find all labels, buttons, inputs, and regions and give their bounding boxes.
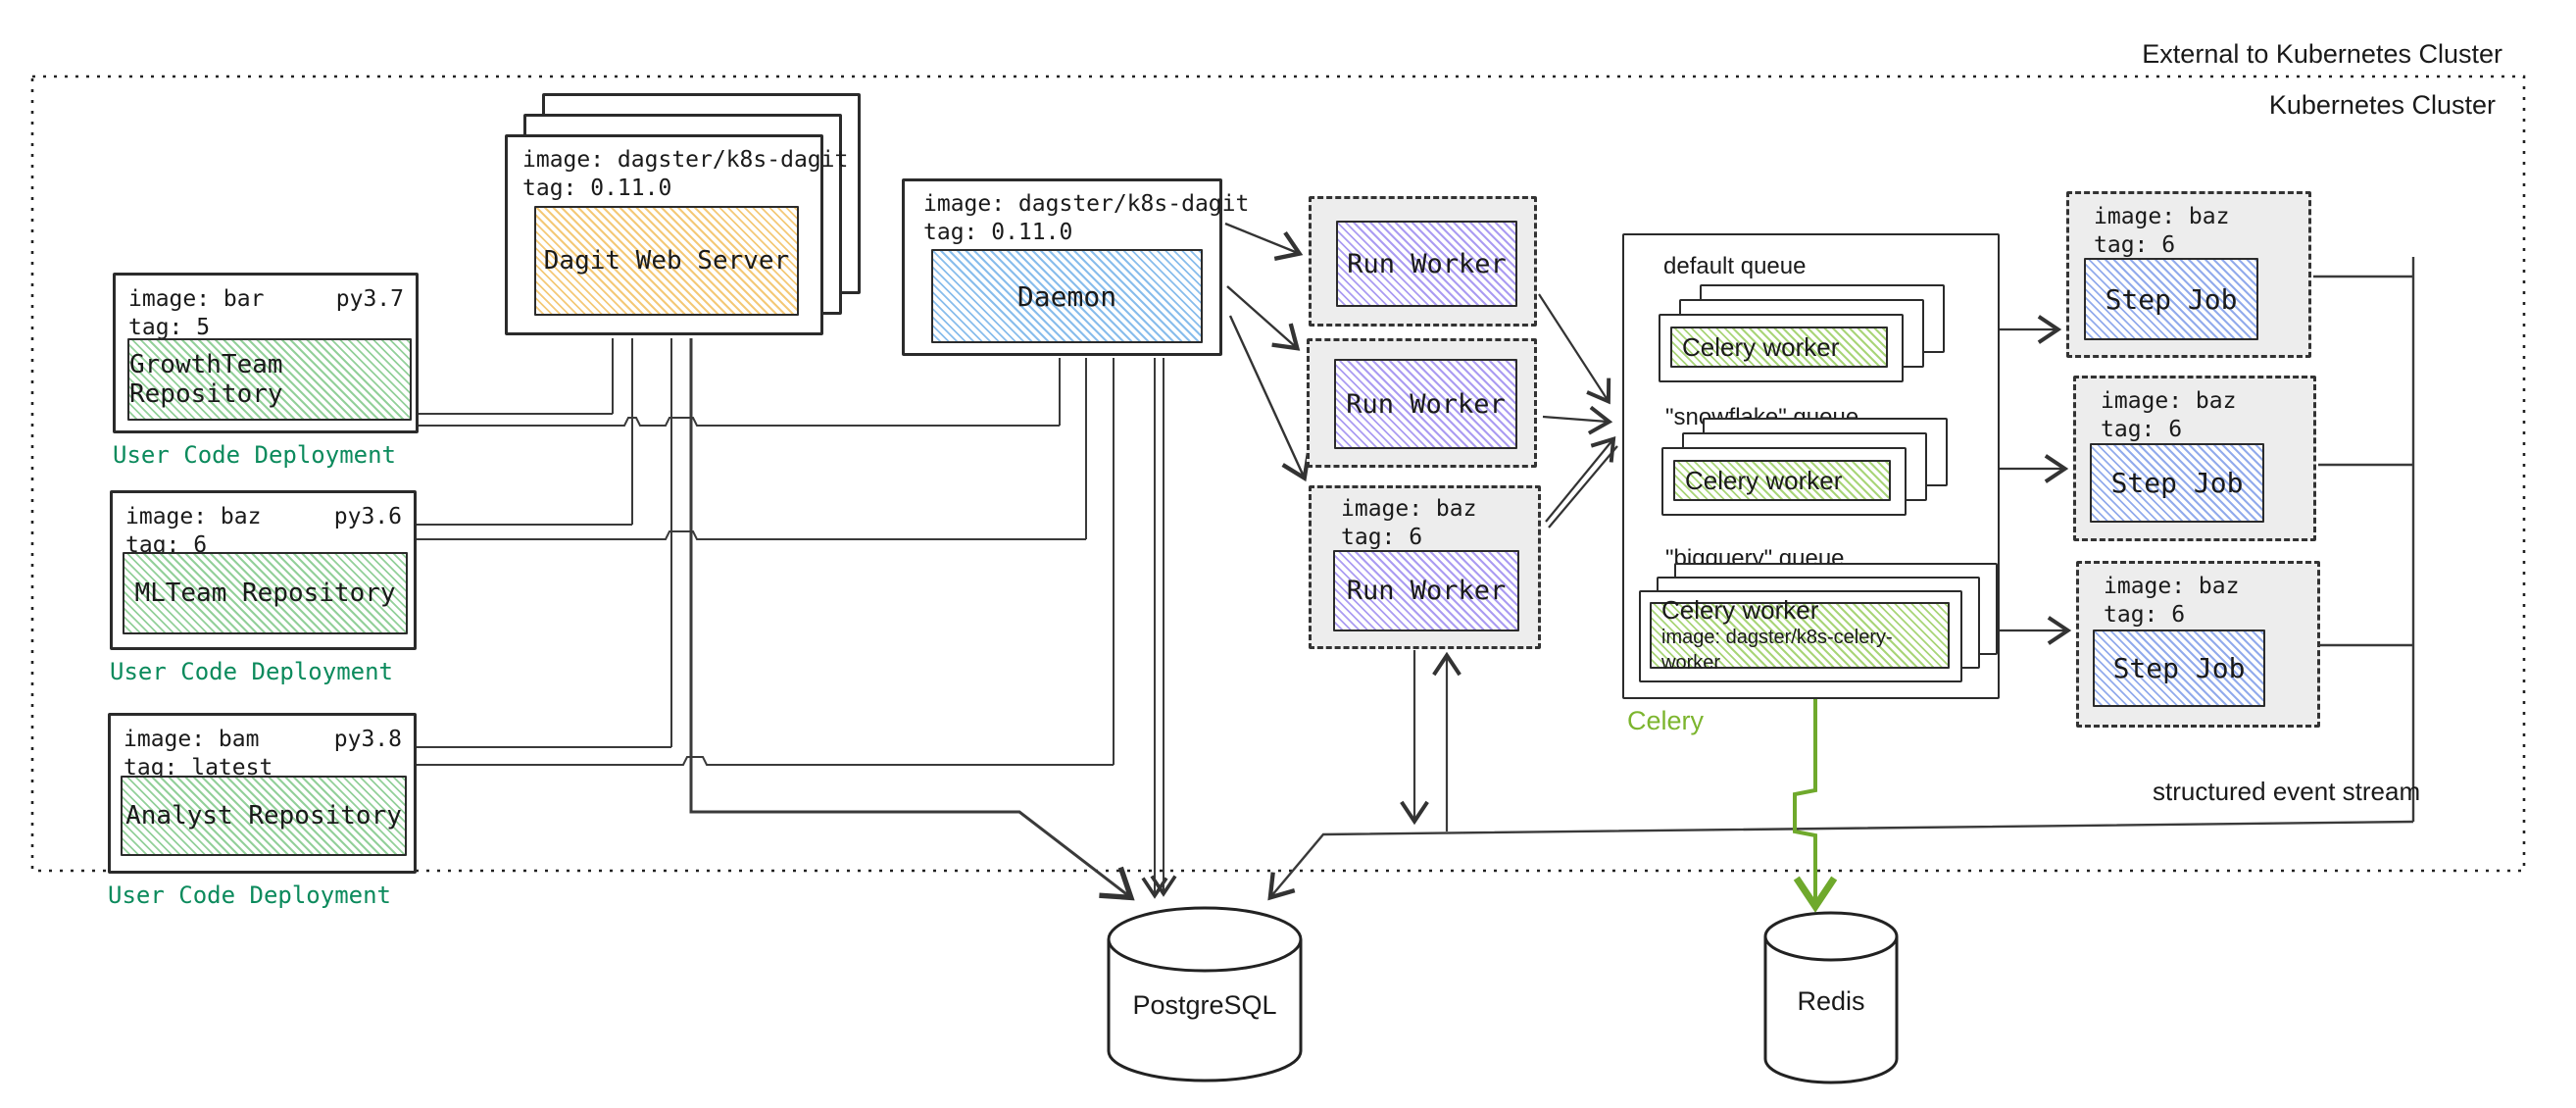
user-code-deployment-mlteam: image: baz py3.6 tag: 6 MLTeam Repositor… xyxy=(110,490,417,650)
repository-box: MLTeam Repository xyxy=(123,552,408,634)
celery-worker-bigquery: Celery worker image: dagster/k8s-celery-… xyxy=(1639,590,1962,682)
database-cylinder-shape xyxy=(1107,906,1303,1083)
celery-worker-default: Celery worker xyxy=(1659,314,1904,382)
daemon-to-postgres-lines xyxy=(1141,358,1177,899)
step-job-2: image: baz tag: 6 Step Job xyxy=(2073,376,2316,541)
postgres-cylinder: PostgreSQL xyxy=(1106,904,1304,1085)
external-cluster-label: External to Kubernetes Cluster xyxy=(2142,39,2502,69)
queue-label-default: default queue xyxy=(1663,253,1807,279)
python-version-label: py3.6 xyxy=(333,504,402,529)
kubernetes-cluster-boundary xyxy=(30,75,2526,873)
daemon-container: image: dagster/k8s-dagit tag: 0.11.0 Dae… xyxy=(902,178,1249,356)
tag-label: tag: 0.11.0 xyxy=(522,176,672,201)
image-label: image: baz xyxy=(2094,204,2230,229)
celery-caption: Celery xyxy=(1627,706,1705,735)
celery-to-redis-line xyxy=(1793,699,1838,913)
step-job-box: Step Job xyxy=(2084,258,2258,340)
user-code-deployment-growthteam: image: bar py3.7 tag: 5 GrowthTeam Repos… xyxy=(113,273,419,433)
dagit-to-postgres-line xyxy=(689,338,1135,901)
celery-worker-box: Celery worker image: dagster/k8s-celery-… xyxy=(1650,595,1950,674)
daemon-box: Daemon xyxy=(931,249,1203,343)
tag-label: tag: 5 xyxy=(128,315,211,340)
run-worker-postgres-arrows xyxy=(1400,650,1461,831)
celery-worker-image-label: image: dagster/k8s-celery-worker xyxy=(1661,627,1893,674)
image-label: image: baz xyxy=(2101,388,2237,414)
run-worker-1: Run Worker xyxy=(1309,196,1537,327)
step-job-box: Step Job xyxy=(2090,443,2264,523)
kubernetes-cluster-label: Kubernetes Cluster xyxy=(2268,90,2496,120)
event-stream-label: structured event stream xyxy=(2153,777,2421,806)
tag-label: tag: 0.11.0 xyxy=(923,220,1073,245)
dagit-web-server: image: dagster/k8s-dagit tag: 0.11.0 Dag… xyxy=(505,134,848,335)
run-worker-box: Run Worker xyxy=(1336,221,1517,307)
image-label: image: dagster/k8s-dagit xyxy=(923,191,1250,217)
image-label: image: bam xyxy=(124,727,260,752)
user-code-deployment-analyst: image: bam py3.8 tag: latest Analyst Rep… xyxy=(108,713,417,874)
postgres-label: PostgreSQL xyxy=(1132,990,1277,1020)
redis-cylinder: Redis xyxy=(1762,910,1900,1086)
image-label: image: dagster/k8s-dagit xyxy=(522,147,849,173)
python-version-label: py3.7 xyxy=(335,286,404,312)
user-code-deployment-caption: User Code Deployment xyxy=(110,658,393,685)
database-cylinder-shape xyxy=(1763,911,1899,1084)
run-worker-to-celery-arrows xyxy=(1538,293,1618,529)
celery-container: default queue Celery worker "snowflake" … xyxy=(1622,233,2000,699)
daemon-to-run-worker-arrows xyxy=(1224,222,1311,482)
redis-label: Redis xyxy=(1797,986,1865,1016)
structured-event-stream-lines xyxy=(1267,257,2415,901)
run-worker-box: Run Worker xyxy=(1333,550,1519,631)
image-label: image: baz xyxy=(125,504,262,529)
grpc-wiring xyxy=(417,338,1115,766)
run-worker-2: Run Worker xyxy=(1307,338,1537,468)
celery-worker-snowflake: Celery worker xyxy=(1661,447,1907,516)
tag-label: tag: 6 xyxy=(1341,525,1423,550)
image-label: image: baz xyxy=(1341,496,1477,522)
step-job-3: image: baz tag: 6 Step Job xyxy=(2076,561,2320,728)
dagit-box: Dagit Web Server xyxy=(534,206,799,316)
celery-worker-label: Celery worker xyxy=(1661,595,1819,625)
repository-box: GrowthTeam Repository xyxy=(127,338,412,421)
step-job-box: Step Job xyxy=(2093,630,2265,707)
repository-box: Analyst Repository xyxy=(121,776,407,856)
step-job-1: image: baz tag: 6 Step Job xyxy=(2066,191,2311,358)
user-code-deployment-caption: User Code Deployment xyxy=(113,441,396,469)
tag-label: tag: 6 xyxy=(2094,232,2176,258)
run-worker-box: Run Worker xyxy=(1334,359,1517,449)
celery-worker-box: Celery worker xyxy=(1670,327,1888,368)
tag-label: tag: 6 xyxy=(2104,602,2186,628)
user-code-deployment-caption: User Code Deployment xyxy=(108,881,391,909)
tag-label: tag: 6 xyxy=(2101,417,2183,442)
run-worker-3: image: baz tag: 6 Run Worker xyxy=(1309,485,1541,649)
image-label: image: bar xyxy=(128,286,265,312)
celery-worker-box: Celery worker xyxy=(1673,460,1891,501)
image-label: image: baz xyxy=(2104,574,2240,599)
python-version-label: py3.8 xyxy=(333,727,402,752)
